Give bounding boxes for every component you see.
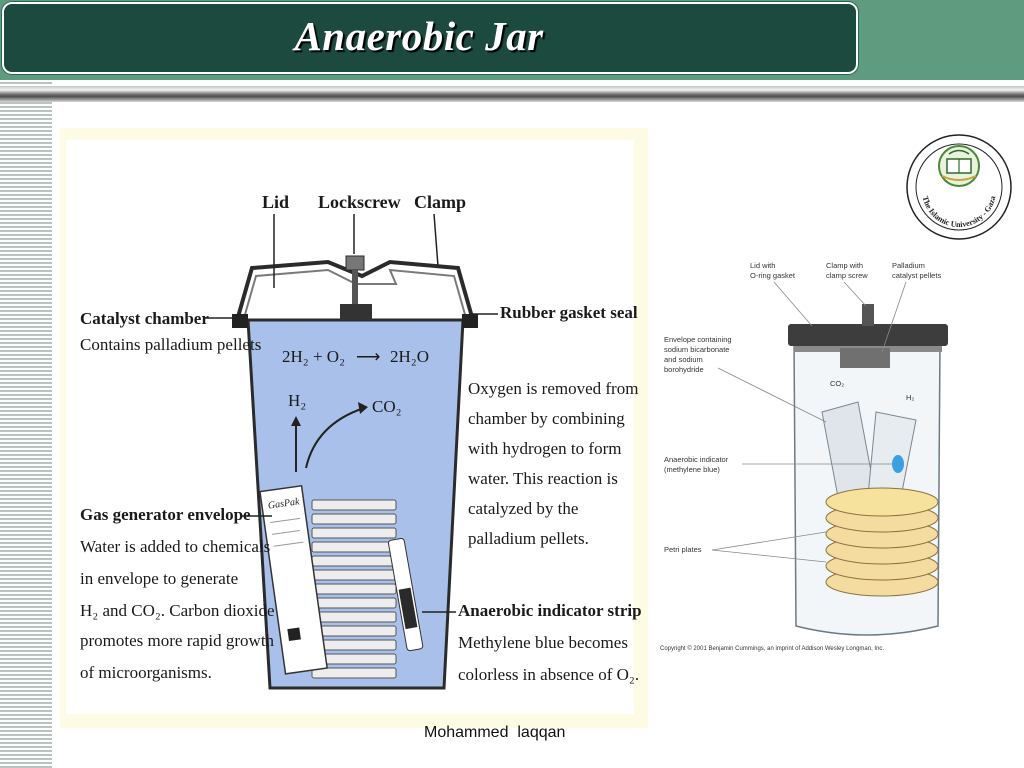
label-lid: Lid with O-ring gasket bbox=[750, 261, 796, 280]
illustration-clamp-screw bbox=[862, 304, 874, 326]
label-h2: H₂ bbox=[906, 393, 914, 402]
seal-inner-ring bbox=[915, 143, 1003, 231]
h2-arrowhead bbox=[291, 416, 301, 426]
slide-title: Anaerobic Jar bbox=[294, 13, 544, 59]
university-logo: The Islamic University - Gaza bbox=[906, 134, 1012, 240]
co2-arrowhead bbox=[358, 402, 368, 414]
label-pellets: Palladium catalyst pellets bbox=[892, 261, 941, 280]
indicator-title: Anaerobic indicator strip bbox=[458, 601, 642, 620]
petri-plate-stack bbox=[311, 499, 397, 679]
co2-label: CO₂ bbox=[372, 397, 402, 416]
indicator-strip bbox=[387, 537, 424, 652]
gas-generator-desc: Water is added to chemicals in envelope … bbox=[80, 537, 279, 682]
illustration-catalyst bbox=[840, 348, 890, 368]
gas-generator-envelope: GasPak bbox=[259, 484, 328, 675]
leader-petri-1 bbox=[711, 531, 827, 551]
lockscrew bbox=[345, 255, 365, 271]
copyright: Copyright © 2001 Benjamin Cummings, an i… bbox=[660, 645, 884, 652]
leader-pellets bbox=[881, 281, 907, 353]
label-co2: CO₂ bbox=[830, 379, 844, 388]
gasket-label: Rubber gasket seal bbox=[500, 303, 638, 322]
oxygen-note: Oxygen is removed from chamber by combin… bbox=[468, 379, 643, 548]
envelope-brand: GasPak bbox=[267, 496, 300, 511]
label-petri: Petri plates bbox=[664, 545, 702, 554]
decorative-stripes bbox=[0, 80, 52, 768]
anaerobic-jar-diagram: GasPak 2H₂ + O₂ ⟶ 2H₂O H₂ CO₂ Lid Locksc… bbox=[60, 128, 648, 728]
label-clamp: Clamp with clamp screw bbox=[826, 261, 868, 280]
header-divider bbox=[0, 86, 1024, 102]
jar-lid bbox=[234, 259, 476, 325]
reaction-arrow: ⟶ bbox=[356, 347, 380, 366]
catalyst-title: Catalyst chamber bbox=[80, 309, 209, 328]
illustration-lid bbox=[788, 324, 948, 346]
leader-lid bbox=[773, 281, 813, 327]
gas-generator-title: Gas generator envelope bbox=[80, 505, 251, 524]
label-indicator: Anaerobic indicator (methylene blue) bbox=[664, 455, 730, 474]
clamp-label: Clamp bbox=[414, 192, 466, 212]
catalyst-desc: Contains palladium pellets bbox=[80, 335, 261, 354]
university-seal-icon bbox=[941, 149, 977, 181]
title-box: Anaerobic Jar bbox=[2, 2, 858, 74]
h2-label: H₂ bbox=[288, 391, 306, 410]
illustration-indicator bbox=[892, 455, 904, 473]
clamp-bar bbox=[243, 268, 467, 319]
catalyst-chamber bbox=[340, 304, 372, 320]
anaerobic-jar-illustration: Lid with O-ring gasket Clamp with clamp … bbox=[660, 261, 948, 652]
lockscrew-shaft bbox=[352, 270, 358, 306]
label-envelope: Envelope containing sodium bicarbonate a… bbox=[664, 335, 734, 374]
reaction-equation-rhs: 2H₂O bbox=[390, 347, 429, 366]
leader-envelope bbox=[717, 367, 827, 423]
gasket-left bbox=[232, 314, 248, 328]
illustration-petri-plates bbox=[825, 487, 939, 597]
footer-author: Mohammed laqqan bbox=[424, 724, 566, 741]
lid-label: Lid bbox=[262, 192, 289, 212]
leader-clamp bbox=[843, 281, 867, 307]
lockscrew-label: Lockscrew bbox=[318, 192, 401, 212]
gasket-right bbox=[462, 314, 478, 328]
co2-arrow bbox=[305, 407, 365, 469]
clamp-leader bbox=[433, 213, 439, 267]
leader-petri-2 bbox=[711, 549, 827, 563]
reaction-equation-lhs: 2H₂ + O₂ bbox=[282, 347, 345, 366]
indicator-desc: Methylene blue becomes colorless in abse… bbox=[458, 633, 639, 684]
